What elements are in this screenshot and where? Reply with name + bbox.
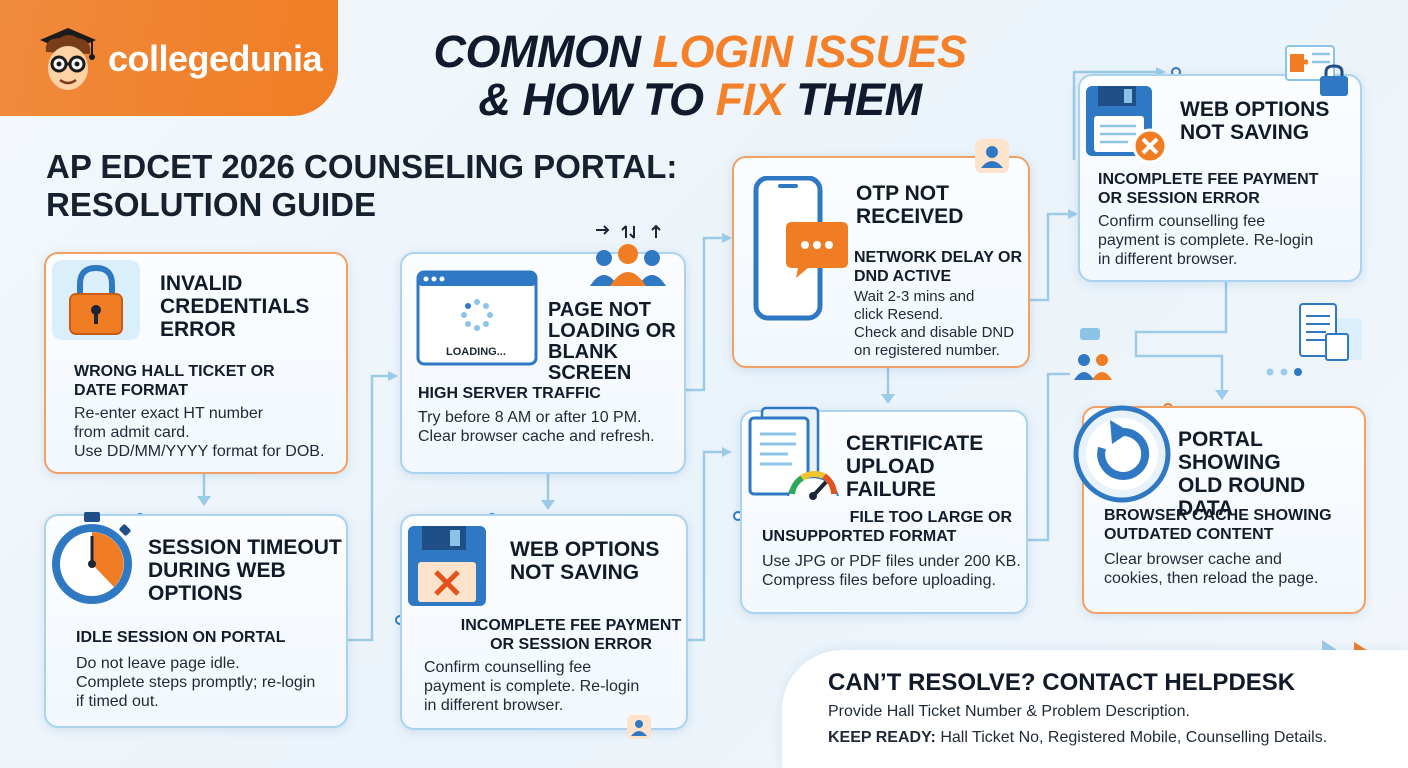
documents-icon (1299, 303, 1362, 361)
issue-cause: INCOMPLETE FEE PAYMENT OR SESSION ERROR (460, 617, 682, 653)
subtitle-line: RESOLUTION GUIDE (46, 186, 377, 223)
card-title: WEB OPTIONS NOT SAVING (1180, 98, 1330, 144)
helpdesk-title: CAN’T RESOLVE? CONTACT HELPDESK (828, 669, 1296, 696)
issue-card-session-timeout[interactable]: SESSION TIMEOUT DURING WEB OPTIONS IDLE … (44, 512, 348, 728)
card-title: PORTAL SHOWING OLD ROUND DATA (1178, 428, 1306, 520)
refresh-icon (1073, 405, 1171, 503)
brand-name[interactable]: collegedunia (108, 38, 323, 79)
title-word: THEM (796, 74, 922, 125)
smartphone-message-icon (753, 176, 848, 321)
issue-cause: WRONG HALL TICKET OR DATE FORMAT (74, 363, 275, 399)
issue-card-old-round-data[interactable]: PORTAL SHOWING OLD ROUND DATA BROWSER CA… (1073, 405, 1366, 614)
card-title: WEB OPTIONS NOT SAVING (510, 538, 660, 584)
issue-card-web-options-center[interactable]: WEB OPTIONS NOT SAVING INCOMPLETE FEE PA… (400, 514, 688, 739)
browser-loading-icon (416, 270, 538, 366)
issue-card-otp-not-received[interactable]: OTP NOT RECEIVED NETWORK DELAY OR DND AC… (732, 139, 1030, 368)
title-accent: FIX (715, 74, 785, 125)
helpdesk-panel (782, 650, 1408, 768)
issue-fix: Wait 2-3 mins and click Resend. Check an… (854, 288, 1015, 359)
issue-fix: Confirm counselling fee payment is compl… (1098, 213, 1314, 268)
issue-cause: INCOMPLETE FEE PAYMENT OR SESSION ERROR (1098, 171, 1319, 207)
student-mascot-icon (40, 28, 96, 90)
people-chat-icon (1074, 328, 1112, 380)
title-accent: LOGIN ISSUES (652, 26, 967, 77)
padlock-icon (52, 260, 140, 340)
helpdesk-instruction: Provide Hall Ticket Number & Problem Des… (828, 703, 1190, 720)
card-title: INVALID CREDENTIALS ERROR (160, 272, 310, 341)
issue-cause: HIGH SERVER TRAFFIC (418, 385, 601, 402)
page-title: COMMON LOGIN ISSUES & HOW TO FIX THEM (400, 28, 1000, 124)
user-badge-icon (975, 139, 1009, 173)
issue-fix: Clear browser cache and cookies, then re… (1104, 551, 1319, 587)
users-traffic-icon (590, 224, 666, 286)
floppy-disk-error-icon (1086, 86, 1168, 164)
issue-cause: FILE TOO LARGE OR UNSUPPORTED FORMAT (762, 509, 1012, 545)
issue-card-invalid-credentials[interactable]: INVALID CREDENTIALS ERROR WRONG HALL TIC… (44, 252, 348, 474)
subtitle-line: AP EDCET 2026 COUNSELING PORTAL: (46, 148, 678, 185)
issue-card-certificate-upload[interactable]: CERTIFICATE UPLOAD FAILURE FILE TOO LARG… (740, 406, 1028, 614)
puzzle-lock-icon (1285, 45, 1348, 96)
issue-cause: NETWORK DELAY OR DND ACTIVE (854, 249, 1023, 285)
issue-card-page-not-loading[interactable]: LOADING... PAGE NOT LOADING OR BLANK SCR… (400, 224, 686, 474)
card-title: OTP NOT RECEIVED (856, 182, 964, 228)
issue-fix: Re-enter exact HT number from admit card… (74, 405, 325, 460)
card-title: PAGE NOT LOADING OR BLANK SCREEN (548, 299, 676, 384)
issue-cause: BROWSER CACHE SHOWING OUTDATED CONTENT (1104, 507, 1332, 543)
issue-fix: Try before 8 AM or after 10 PM. Clear br… (418, 409, 655, 445)
keep-ready-label: KEEP READY: (828, 729, 936, 746)
keep-ready-text: Hall Ticket No, Registered Mobile, Couns… (940, 729, 1328, 746)
card-title: SESSION TIMEOUT DURING WEB OPTIONS (148, 536, 342, 605)
loading-label: LOADING... (446, 346, 506, 358)
helpdesk-keep-ready: KEEP READY: Hall Ticket No, Registered M… (828, 729, 1327, 747)
user-badge-icon (627, 715, 651, 739)
floppy-disk-error-icon (408, 526, 486, 606)
issue-card-web-options-right[interactable]: WEB OPTIONS NOT SAVING INCOMPLETE FEE PA… (1078, 45, 1362, 282)
card-title: CERTIFICATE UPLOAD FAILURE (846, 432, 984, 501)
title-word: & HOW TO (478, 74, 704, 125)
stopwatch-icon (52, 512, 132, 604)
title-word: COMMON (433, 26, 641, 77)
page-subtitle: AP EDCET 2026 COUNSELING PORTAL: RESOLUT… (46, 148, 706, 224)
issue-fix: Confirm counselling fee payment is compl… (424, 659, 640, 714)
issue-fix: Do not leave page idle. Complete steps p… (76, 655, 316, 710)
issue-fix: Use JPG or PDF files under 200 KB. Compr… (762, 553, 1021, 589)
documents-gauge-icon (748, 406, 839, 500)
issue-cause: IDLE SESSION ON PORTAL (76, 629, 286, 646)
